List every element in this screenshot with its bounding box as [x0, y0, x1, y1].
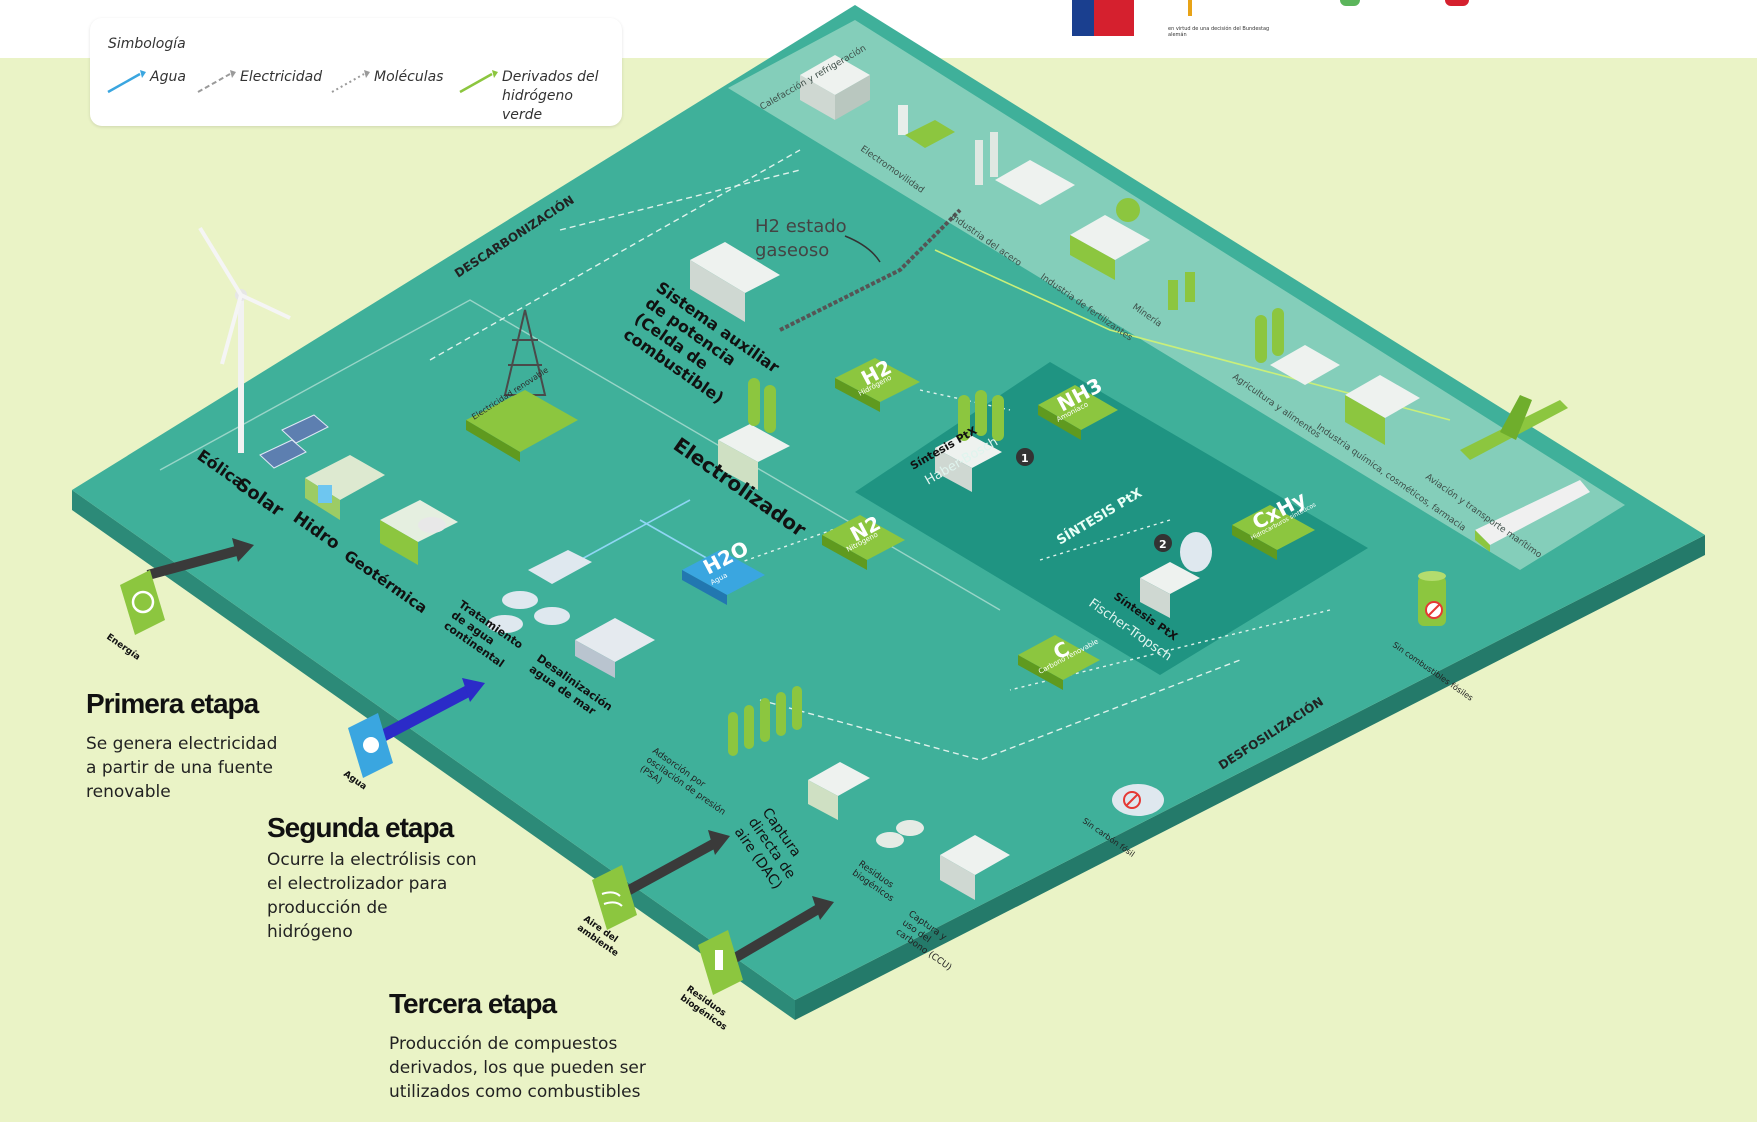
- n2-chip: N2 Nitrógeno: [822, 511, 905, 570]
- cxhy-chip: CxHy Hidrocarburos sintéticos: [1232, 486, 1317, 560]
- stage-2: Segunda etapa Ocurre la electrólisis con…: [267, 812, 477, 944]
- water-treatment-plant: [487, 550, 592, 633]
- legend-title: Simbología: [108, 36, 186, 52]
- chemical-industry-icon: [1345, 375, 1420, 445]
- legend-label: Electricidad: [240, 69, 323, 85]
- marker-2: [1154, 534, 1172, 552]
- water-drop-icon: [363, 737, 379, 753]
- input-label-energia: Energía: [104, 632, 141, 662]
- transmission-tower: [466, 309, 578, 462]
- energy-icon: [131, 590, 155, 614]
- electricity-line: [559, 169, 801, 231]
- fischer-tropsch-unit: [1140, 532, 1212, 618]
- aux-power-building: [690, 242, 780, 322]
- electricity-line: [759, 659, 1241, 761]
- no-fossil-coal-icon: [1112, 784, 1164, 816]
- dac-unit: [808, 762, 870, 820]
- agriculture-icon: [1255, 308, 1340, 385]
- geothermal-plant: [380, 500, 458, 565]
- air-arrow: [617, 838, 718, 900]
- mining-icon: [1168, 272, 1195, 310]
- stage-1-title: Primera etapa: [86, 688, 259, 719]
- water-arrow-icon: [107, 70, 146, 94]
- waste-icon: [715, 950, 723, 970]
- molecule-line: [1039, 519, 1171, 561]
- ccu-plant: [940, 835, 1010, 900]
- derivatives-line: [934, 249, 1451, 421]
- stage-1: Primera etapa Se genera electricidad a p…: [86, 688, 286, 804]
- legend-label: Moléculas: [374, 69, 444, 85]
- waste-tile: [698, 930, 743, 995]
- logo-caption: en virtud de una decisión del Bundestag …: [1168, 26, 1270, 38]
- h2-pipeline: [779, 208, 962, 332]
- hydro-plant: [305, 455, 385, 520]
- h2-chip: H2 Hidrógeno: [835, 355, 920, 412]
- psa-towers: [728, 686, 802, 756]
- desalination-plant: [575, 618, 655, 678]
- platform-front-right: [795, 535, 1705, 1020]
- air-tile: [592, 865, 637, 930]
- air-arrow-head: [708, 830, 730, 855]
- legend: Simbología Agua Electricidad Moléculas D…: [90, 18, 622, 126]
- ship-icon: [1475, 480, 1590, 552]
- stage-2-title: Segunda etapa: [267, 812, 454, 843]
- stage-1-text: Se genera electricidad a partir de una f…: [86, 734, 278, 802]
- chile-government-logo: [1072, 0, 1134, 36]
- energy-arrow: [146, 545, 242, 580]
- biogenic-waste-tanks: [876, 820, 924, 848]
- synthesis-zone: [855, 362, 1368, 675]
- guide-line: [159, 299, 1001, 611]
- steel-factory-icon: [975, 132, 1075, 205]
- electricity-arrow-icon: [197, 70, 236, 93]
- stage-3-text: Producción de compuestos derivados, los …: [389, 1034, 646, 1102]
- stage-3: Tercera etapa Producción de compuestos d…: [389, 988, 689, 1104]
- waste-arrow-head: [812, 896, 834, 920]
- stage-3-title: Tercera etapa: [389, 988, 557, 1019]
- energy-arrow-head: [232, 538, 254, 562]
- partner-logo-mark: [1340, 0, 1360, 6]
- water-arrow: [372, 684, 473, 746]
- ev-charger-icon: [898, 105, 955, 148]
- stage-2-text: Ocurre la electrólisis con el electroliz…: [267, 850, 477, 942]
- water-line: [639, 519, 711, 561]
- molecules-arrow-icon: [331, 70, 370, 93]
- electrolyzer-unit: [718, 378, 790, 490]
- partner-logo-wordmark: [1425, 0, 1485, 8]
- nh3-chip: NH3 Amoníaco: [1038, 373, 1118, 440]
- water-tile: [348, 713, 393, 778]
- haber-bosch-unit: [935, 390, 1004, 492]
- solar-panels: [259, 414, 329, 469]
- marker-1-label: 1: [1021, 452, 1029, 465]
- wind-turbine: [198, 226, 291, 453]
- wind-icon: [601, 891, 623, 907]
- fertilizer-plant-icon: [1070, 198, 1150, 280]
- water-arrow-head: [462, 678, 485, 702]
- german-cooperation-logo: en virtud de una decisión del Bundestag …: [1168, 0, 1288, 44]
- house-icon: [800, 55, 870, 120]
- h2-callout-line: [844, 235, 881, 263]
- water-line: [579, 499, 691, 561]
- derivatives-arrow-icon: [459, 70, 498, 94]
- legend-label: Agua: [150, 69, 186, 85]
- energy-tile: [120, 570, 165, 635]
- no-fossil-fuels-icon: [1418, 571, 1446, 626]
- legend-label: Derivados del hidrógeno verde: [502, 69, 599, 123]
- waste-arrow: [725, 903, 823, 967]
- airplane-icon: [1460, 395, 1568, 460]
- molecule-line: [919, 389, 1011, 411]
- marker-2-label: 2: [1159, 538, 1167, 551]
- marker-1: [1016, 448, 1034, 466]
